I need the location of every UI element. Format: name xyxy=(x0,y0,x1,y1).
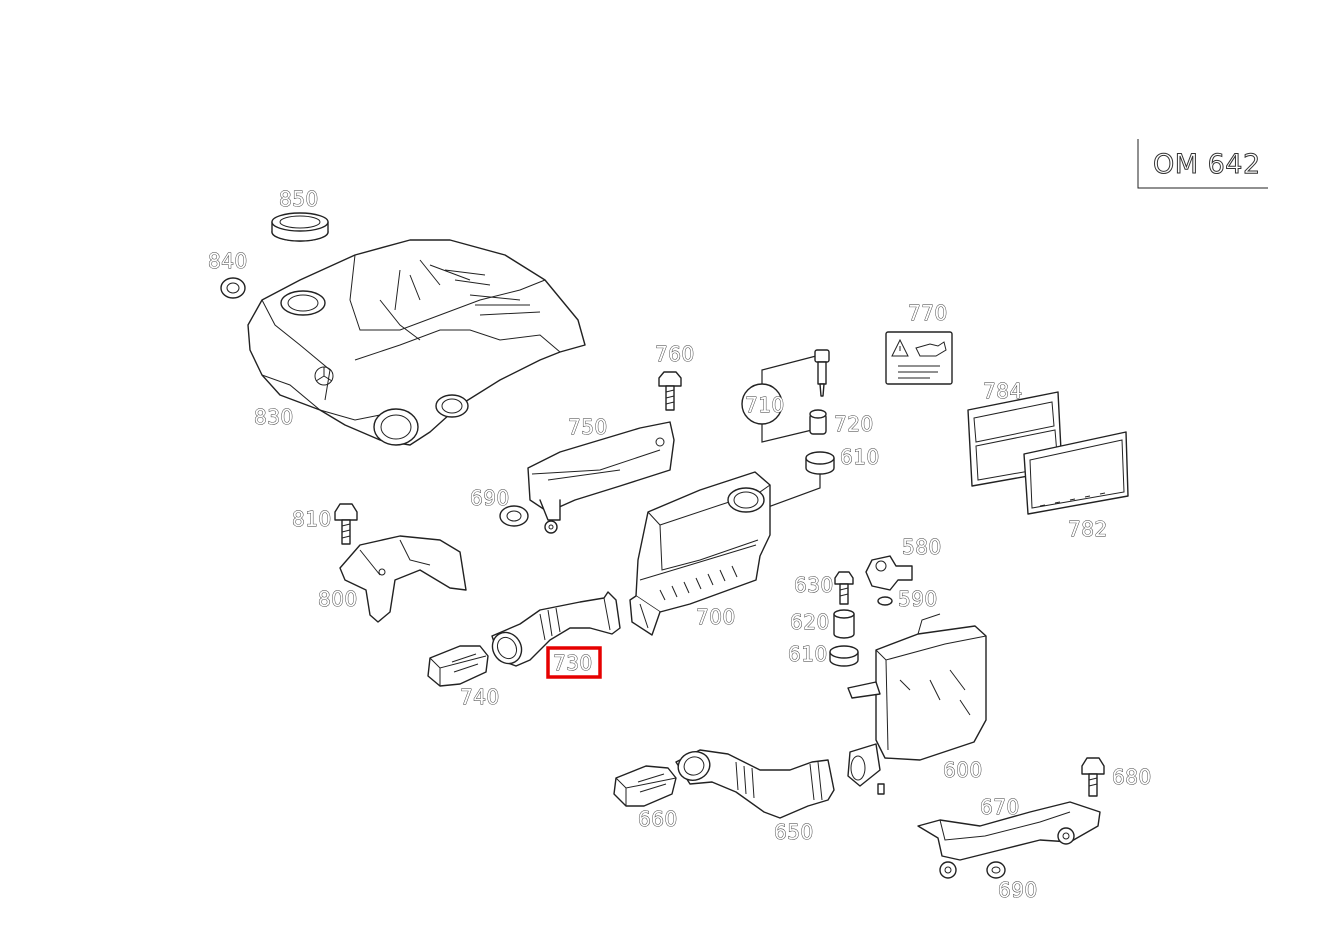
part-770-label[interactable] xyxy=(885,331,953,385)
label-840[interactable]: 840 xyxy=(208,249,248,274)
label-740[interactable]: 740 xyxy=(460,685,500,710)
engine-code-box: OM 642 xyxy=(1137,139,1268,189)
part-800-shield[interactable] xyxy=(339,535,467,623)
part-840-grommet[interactable] xyxy=(220,277,246,299)
label-580[interactable]: 580 xyxy=(902,535,942,560)
part-labels: 850 840 830 760 770 710 720 610 784 782 … xyxy=(208,187,1152,903)
part-620-spacer[interactable] xyxy=(833,609,855,639)
label-810[interactable]: 810 xyxy=(292,507,332,532)
part-720-cap[interactable] xyxy=(809,409,827,435)
label-680[interactable]: 680 xyxy=(1112,765,1152,790)
label-610-lower[interactable]: 610 xyxy=(788,642,828,667)
part-670-bracket[interactable] xyxy=(917,801,1101,879)
part-850-cap[interactable] xyxy=(271,212,329,242)
label-730[interactable]: 730 xyxy=(553,651,593,676)
label-720[interactable]: 720 xyxy=(834,412,874,437)
part-610-mount-upper[interactable] xyxy=(759,451,835,511)
part-700-air-filter-housing[interactable] xyxy=(629,471,771,636)
label-690-lower[interactable]: 690 xyxy=(998,878,1038,903)
label-830[interactable]: 830 xyxy=(254,405,294,430)
label-650[interactable]: 650 xyxy=(774,820,814,845)
label-590[interactable]: 590 xyxy=(898,587,938,612)
part-710-sensor[interactable] xyxy=(814,349,830,397)
part-740-intake[interactable] xyxy=(427,645,489,687)
label-784[interactable]: 784 xyxy=(983,379,1023,404)
part-810-bolt[interactable] xyxy=(334,503,358,545)
part-660-intake[interactable] xyxy=(613,765,677,807)
label-782[interactable]: 782 xyxy=(1068,517,1108,542)
part-710-group[interactable] xyxy=(741,355,817,443)
part-690-rubber-upper[interactable] xyxy=(499,505,529,527)
part-630-bolt[interactable] xyxy=(834,571,854,605)
label-770[interactable]: 770 xyxy=(908,301,948,326)
highlight-730-box xyxy=(546,646,602,679)
label-620[interactable]: 620 xyxy=(790,610,830,635)
part-760-bolt[interactable] xyxy=(658,371,682,411)
label-700[interactable]: 700 xyxy=(696,605,736,630)
part-730-hose[interactable] xyxy=(487,591,621,669)
part-782-filter[interactable] xyxy=(1023,431,1129,515)
label-690-upper[interactable]: 690 xyxy=(470,486,510,511)
label-630[interactable]: 630 xyxy=(794,573,834,598)
label-760[interactable]: 760 xyxy=(655,342,695,367)
label-750[interactable]: 750 xyxy=(568,415,608,440)
engine-code: OM 642 xyxy=(1153,149,1261,180)
label-850[interactable]: 850 xyxy=(279,187,319,212)
part-580-sensor[interactable] xyxy=(865,555,913,591)
label-660[interactable]: 660 xyxy=(638,807,678,832)
part-600-intercooler[interactable] xyxy=(847,613,987,795)
label-800[interactable]: 800 xyxy=(318,587,358,612)
part-680-bolt[interactable] xyxy=(1081,757,1105,797)
label-710[interactable]: 710 xyxy=(745,393,785,418)
part-690-rubber-lower[interactable] xyxy=(986,861,1006,879)
label-610-upper[interactable]: 610 xyxy=(840,445,880,470)
label-670[interactable]: 670 xyxy=(980,795,1020,820)
part-750-bracket[interactable] xyxy=(527,421,675,534)
part-650-hose[interactable] xyxy=(674,747,835,819)
part-610-mount-lower[interactable] xyxy=(829,645,859,667)
part-830-engine-cover[interactable] xyxy=(247,239,586,446)
part-590-oring[interactable] xyxy=(877,596,893,606)
label-600[interactable]: 600 xyxy=(943,758,983,783)
